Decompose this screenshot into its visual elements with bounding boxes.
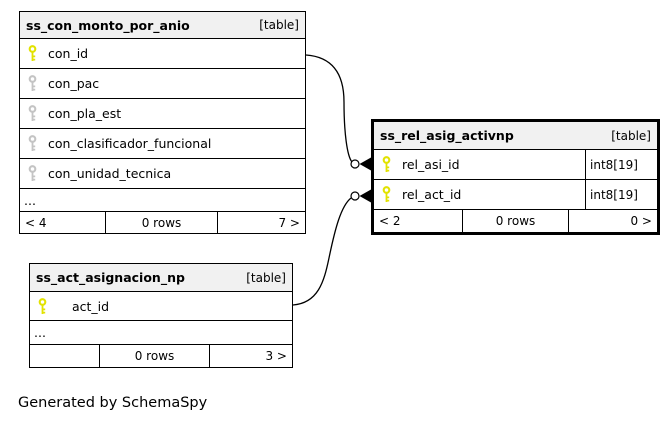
crow-foot-arrow — [359, 189, 371, 203]
table-kind-label: [table] — [611, 128, 651, 143]
footer-related-out-count: 0 > — [568, 210, 657, 232]
crow-foot-arrow — [359, 157, 371, 171]
footer-related-in-count — [30, 345, 99, 367]
index-key-icon — [28, 165, 37, 182]
index-key-icon — [28, 135, 37, 152]
column-name: con_unidad_tecnica — [48, 166, 172, 181]
index-key-icon — [28, 75, 37, 92]
table-name[interactable]: ss_act_asignacion_np — [36, 270, 185, 285]
column-name: act_id — [72, 298, 110, 314]
footer-related-in-count: < 4 — [25, 215, 47, 230]
column-name: con_id — [48, 46, 89, 61]
table-footer: 0 rows 3 > — [30, 345, 292, 367]
footer-related-out-count: 7 > — [217, 212, 305, 233]
table-kind-label: [table] — [259, 18, 299, 32]
table-kind-label: [table] — [246, 270, 286, 285]
column-type: int8[19] — [585, 150, 657, 179]
column-row: con_unidad_tecnica — [20, 159, 305, 189]
column-row: act_id — [30, 292, 292, 321]
table-ss_rel_asig_activnp: ss_rel_asig_activnp [table] rel_asi_id i… — [371, 119, 660, 235]
primary-key-icon — [382, 156, 391, 173]
table-ss_act_asignacion_np: ss_act_asignacion_np [table] act_id ... … — [29, 263, 293, 368]
column-row: con_pac — [20, 69, 305, 99]
table-header[interactable]: ss_rel_asig_activnp [table] — [374, 122, 657, 150]
relationship-line-con_id-rel_asi_id — [305, 54, 353, 163]
column-row: rel_asi_id int8[19] — [374, 150, 657, 180]
table-header[interactable]: ss_con_monto_por_anio [table] — [20, 12, 305, 39]
cardinality-circle — [350, 159, 360, 169]
table-name[interactable]: ss_rel_asig_activnp — [380, 128, 514, 143]
primary-key-icon — [28, 45, 37, 62]
table-header[interactable]: ss_act_asignacion_np [table] — [30, 264, 292, 292]
primary-key-icon — [38, 297, 47, 315]
footer-related-in-count: < 2 — [379, 214, 401, 228]
column-name: con_clasificador_funcional — [48, 136, 212, 151]
table-footer: < 2 0 rows 0 > — [374, 210, 657, 232]
table-ss_con_monto_por_anio: ss_con_monto_por_anio [table] con_id con… — [19, 11, 306, 234]
hidden-columns-ellipsis: ... — [20, 189, 305, 212]
footer-row-count: 0 rows — [99, 345, 209, 367]
footer-row-count: 0 rows — [105, 212, 217, 233]
footer-related-out-count: 3 > — [209, 345, 292, 367]
cardinality-circle — [350, 191, 360, 201]
column-row: rel_act_id int8[19] — [374, 180, 657, 210]
primary-key-icon — [382, 186, 391, 203]
column-type: int8[19] — [585, 180, 657, 209]
relationship-line-act_id-rel_act_id — [292, 197, 352, 306]
column-name: con_pac — [48, 76, 100, 91]
table-footer: < 4 0 rows 7 > — [20, 212, 305, 233]
column-name: rel_asi_id — [402, 157, 460, 172]
column-row: con_id — [20, 39, 305, 69]
index-key-icon — [28, 105, 37, 122]
footer-row-count: 0 rows — [462, 210, 568, 232]
column-name: rel_act_id — [402, 187, 462, 202]
column-row: con_pla_est — [20, 99, 305, 129]
table-name[interactable]: ss_con_monto_por_anio — [26, 17, 190, 33]
column-name: con_pla_est — [48, 106, 122, 121]
column-row: con_clasificador_funcional — [20, 129, 305, 159]
generated-by-caption: Generated by SchemaSpy — [18, 395, 208, 411]
hidden-columns-ellipsis: ... — [30, 321, 292, 345]
